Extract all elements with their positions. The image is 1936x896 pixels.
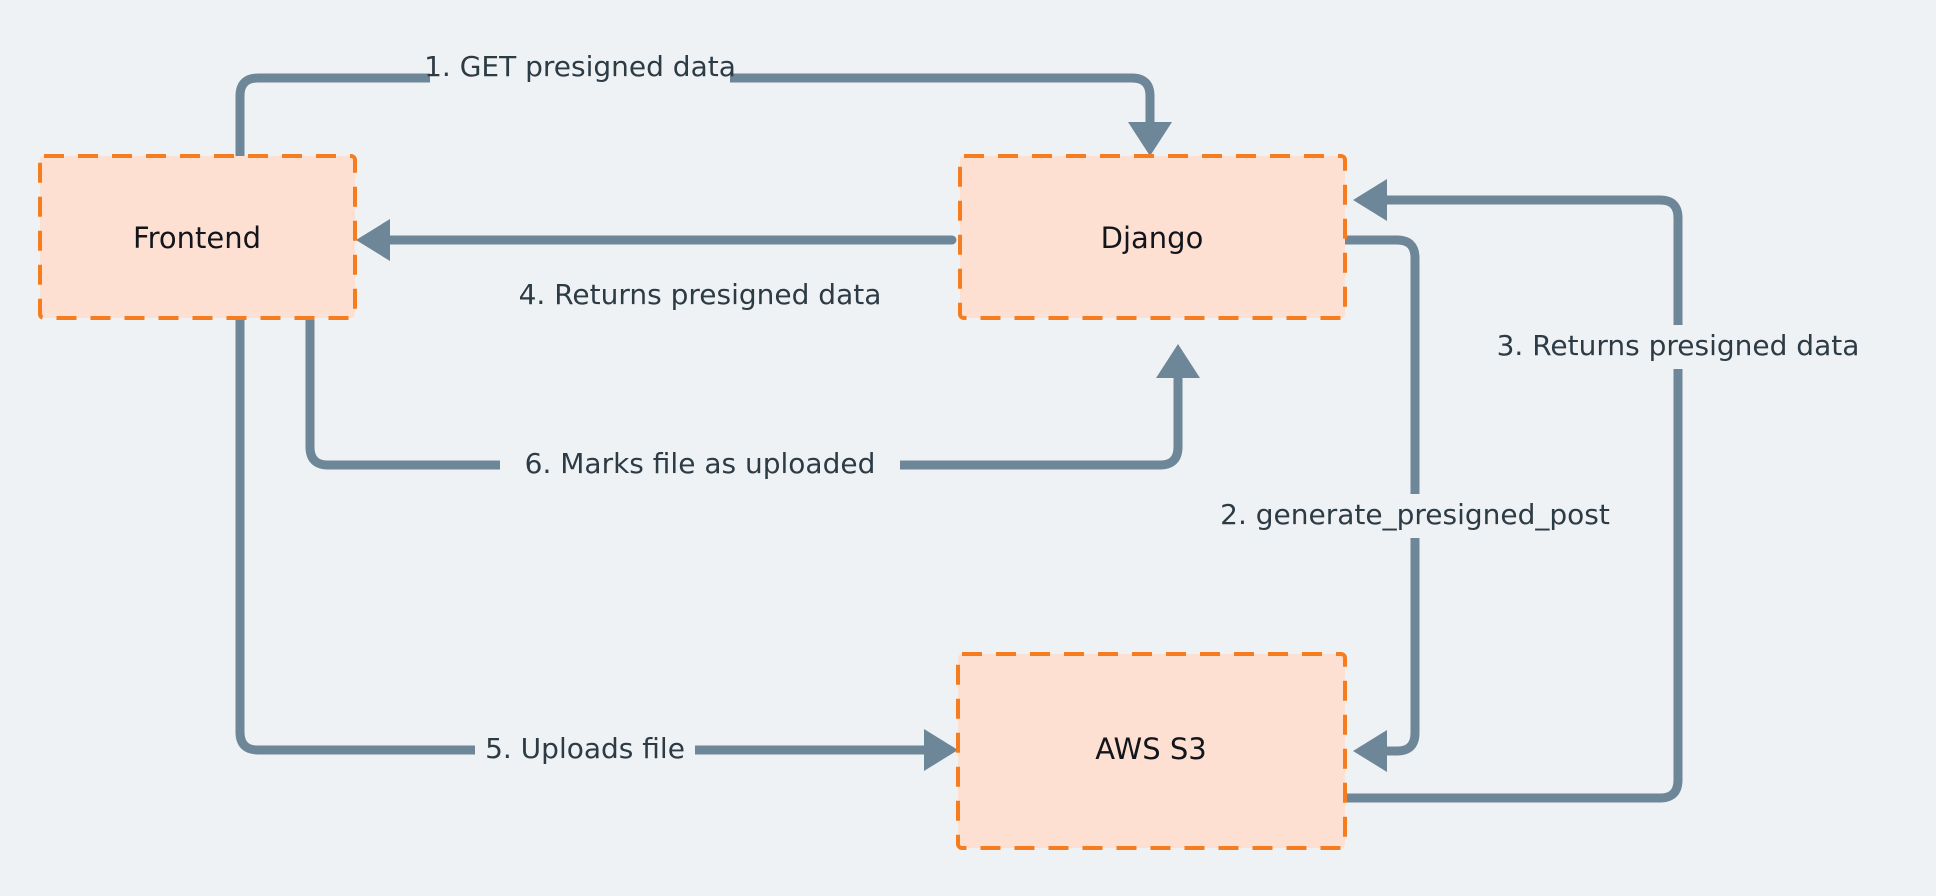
node-aws-s3-label: AWS S3 (1095, 732, 1206, 766)
edge-5-label: 5. Uploads file (485, 732, 685, 765)
edge-6-label-group: 6. Marks file as uploaded (500, 443, 900, 487)
node-django[interactable]: Django (958, 154, 1347, 320)
edge-2-label-backdrop (1195, 494, 1635, 538)
edge-6-label-backdrop (500, 443, 900, 487)
edge-5-label-group: 5. Uploads file (475, 728, 695, 772)
node-django-label: Django (1101, 221, 1204, 255)
edge-6-marks-file-as-uploaded (305, 313, 1200, 470)
edge-4-label-backdrop (495, 274, 905, 318)
edge-4-label-group: 4. Returns presigned data (495, 274, 905, 318)
edge-5-uploads-file (235, 313, 958, 771)
edge-3-label-backdrop (1473, 325, 1883, 369)
edge-5-label-backdrop (475, 728, 695, 772)
edge-6-arrowhead (1156, 344, 1200, 378)
node-frontend[interactable]: Frontend (38, 154, 357, 320)
edge-1-arrowhead (1128, 122, 1172, 156)
edge-1-label: 1. GET presigned data (424, 50, 736, 83)
edge-3-path (1340, 195, 1683, 803)
edge-1-label-backdrop (430, 46, 730, 90)
edge-3-arrowhead (1353, 179, 1387, 221)
edge-5-arrowhead (924, 729, 958, 771)
edge-4-returns-presigned-data (356, 219, 957, 261)
edge-4-label: 4. Returns presigned data (519, 278, 882, 311)
edge-2-label-group: 2. generate_presigned_post (1195, 494, 1635, 538)
edge-6-label: 6. Marks file as uploaded (525, 447, 876, 480)
edge-2-label: 2. generate_presigned_post (1220, 498, 1610, 531)
edge-3-label: 3. Returns presigned data (1497, 329, 1860, 362)
edge-6-path (305, 313, 1183, 470)
node-django-box[interactable] (958, 154, 1347, 320)
node-frontend-label: Frontend (133, 221, 261, 255)
edge-1-label-group: 1. GET presigned data (424, 46, 736, 90)
node-aws-s3-box[interactable] (956, 652, 1347, 850)
edge-5-path (235, 313, 937, 755)
node-frontend-box[interactable] (38, 154, 357, 320)
edge-3-label-group: 3. Returns presigned data (1473, 325, 1883, 369)
edge-4-arrowhead (356, 219, 390, 261)
node-aws-s3[interactable]: AWS S3 (956, 652, 1347, 850)
edge-2-arrowhead (1353, 730, 1387, 772)
edge-3-returns-presigned-data (1340, 179, 1683, 803)
